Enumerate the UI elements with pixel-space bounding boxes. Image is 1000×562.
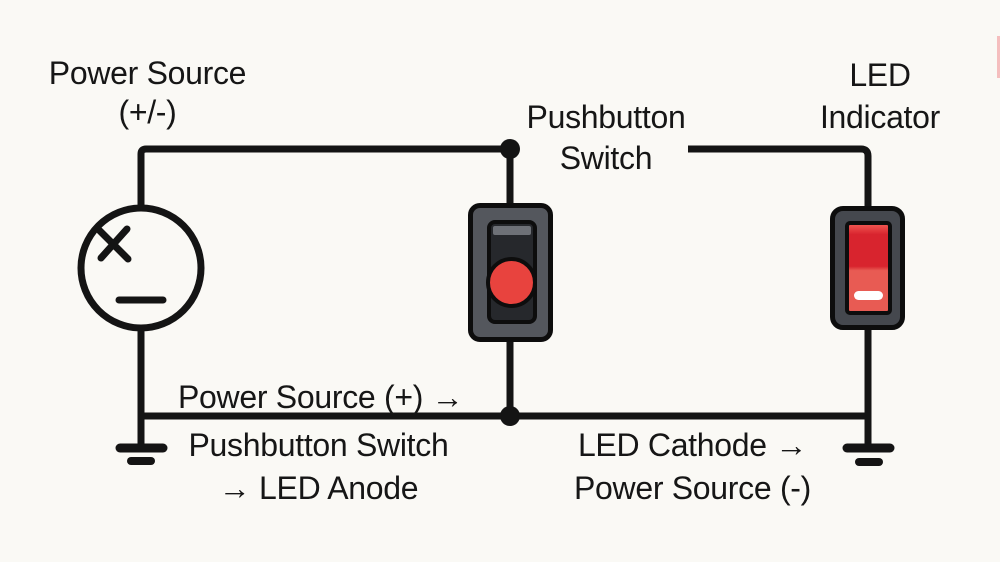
junction-dot-bottom [500,406,520,426]
power-source-label-line2: (+/-) [118,94,177,130]
cathode-to-source-line1: LED Cathode → [577,427,808,463]
led-indicator-label: LED Indicator [775,54,985,138]
junction-dot-top [500,139,520,159]
pushbutton-switch-label-line2: Switch [559,140,653,176]
led-rocker-pill [854,291,883,300]
power-source-x-icon [97,225,131,262]
pushbutton-well-highlight [493,226,531,235]
led-indicator-illustration [830,206,905,330]
ground-icon-right [842,443,895,466]
cathode-to-source-annotation: LED Cathode → Power Source (-) [540,424,845,510]
wire-switch-to-led [688,145,872,209]
pushbutton-switch-label-line1: Pushbutton [526,99,686,135]
edge-artifact [997,36,1000,78]
power-plus-annotation: Power Source (+) → [178,379,464,415]
power-source-circle [77,204,205,332]
power-source-label: Power Source (+/-) [25,54,270,132]
switch-to-anode-line2: → LED Anode [218,470,419,506]
junction-dots [500,139,520,426]
power-source-label-line1: Power Source [48,55,247,91]
cathode-to-source-line2: Power Source (-) [573,470,812,506]
power-source-symbol [77,204,205,332]
ground-icon-left [115,443,168,465]
red-button-icon [486,257,537,308]
led-rocker-icon [845,221,892,315]
switch-to-anode-line1: Pushbutton Switch [188,427,449,463]
led-indicator-label-line1: LED [849,57,911,93]
switch-to-anode-annotation: Pushbutton Switch → LED Anode [146,424,491,510]
pushbutton-switch-illustration [468,203,553,342]
led-indicator-label-line2: Indicator [819,99,941,135]
wire-source-to-switch [137,145,504,209]
pushbutton-switch-label: Pushbutton Switch [500,97,712,179]
